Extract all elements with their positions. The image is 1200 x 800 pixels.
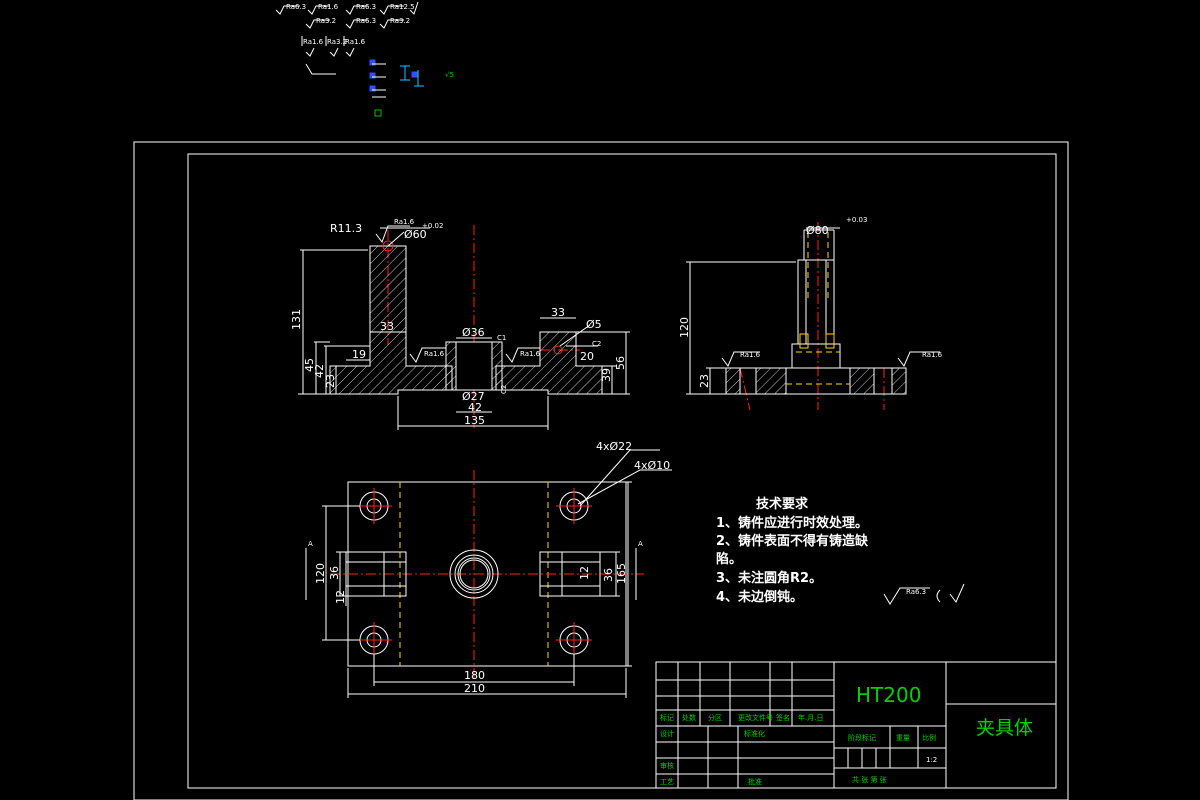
- top-view: 4xØ22 4xØ10 120 36 12 12 36 165 180 210 …: [305, 440, 672, 698]
- dim-top-h12-right: 12: [578, 566, 591, 580]
- dim-ra-mid: Ra1.6: [520, 350, 541, 358]
- side-dim-h23: 23: [698, 374, 711, 388]
- dim-dia27: Ø27: [462, 390, 485, 403]
- dim-top-h120: 120: [314, 563, 327, 584]
- outer-frame: [133, 141, 1069, 800]
- dim-w135: 135: [464, 414, 485, 427]
- dim-top-w210: 210: [464, 682, 485, 695]
- green-symbol-label: √5: [445, 71, 454, 79]
- dim-holes22: 4xØ22: [596, 440, 632, 453]
- inner-frame: [187, 153, 1057, 789]
- rev-col-2: 处数: [682, 713, 696, 722]
- dim-w42: 42: [468, 401, 482, 414]
- row-standard: 标准化: [744, 729, 765, 738]
- dim-r-top: R11.3: [330, 222, 362, 235]
- dim-c1: C1: [497, 334, 506, 342]
- side-dim-dia-top: Ø80: [806, 224, 829, 237]
- dim-ra-left: Ra1.6: [424, 350, 445, 358]
- tech-item-1: 1、铸件应进行时效处理。: [716, 515, 868, 531]
- dim-dia5: Ø5: [586, 318, 602, 331]
- dim-holes10: 4xØ10: [634, 459, 670, 472]
- check-roughness-icon: [949, 583, 965, 603]
- row-check: 审核: [660, 761, 674, 770]
- side-dim-ra-right: Ra1.6: [922, 351, 943, 359]
- sheet-label: 共 张 第 张: [852, 775, 887, 784]
- dim-w20: 20: [580, 350, 594, 363]
- dim-c2b: C2: [500, 385, 508, 394]
- dim-top-w180: 180: [464, 669, 485, 682]
- dim-dia-top: Ø60: [404, 228, 427, 241]
- dim-h39: 39: [600, 368, 613, 382]
- rev-col-1: 标记: [660, 713, 674, 722]
- tech-requirements: 技术要求 1、铸件应进行时效处理。 2、铸件表面不得有铸造缺 陷。 3、未注圆角…: [716, 496, 965, 605]
- row-process: 工艺: [660, 778, 674, 786]
- dim-top-h12-left: 12: [334, 590, 347, 604]
- material: HT200: [856, 683, 921, 707]
- sym-label-1: Ra6.3: [286, 3, 306, 11]
- weight-label: 重量: [896, 734, 910, 742]
- scale-label: 比例: [922, 733, 936, 742]
- rev-col-6: 年.月.日: [798, 713, 823, 722]
- dim-c2: C2: [592, 340, 601, 348]
- title-block: HT200 夹具体 标记 处数 分区 更改文件号 签名 年.月.日 设计 标准化…: [655, 661, 1057, 789]
- scale-value: 1:2: [926, 756, 937, 764]
- rev-col-3: 分区: [708, 713, 722, 722]
- sym-label-4: Ra12.5: [390, 3, 415, 11]
- rev-col-4: 更改文件号: [738, 713, 773, 722]
- side-dim-tol-top: +0.03: [846, 216, 867, 224]
- side-dim-h120: 120: [678, 317, 691, 338]
- sym-label-10: Ra1.6: [345, 38, 366, 46]
- sym-label-9: Ra3.2: [327, 38, 347, 46]
- dim-w33-left: 33: [380, 320, 394, 333]
- stage-label: 阶段标记: [848, 733, 876, 742]
- side-view: Ø80 +0.03 120 23 Ra1.6 Ra1.6: [678, 216, 943, 411]
- side-dim-ra-left: Ra1.6: [740, 351, 761, 359]
- symbol-library: Ra6.3 Ra1.6 Ra6.3 Ra12.5 Ra3.2 Ra6.3 Ra3…: [275, 1, 454, 117]
- tech-title: 技术要求: [756, 496, 809, 512]
- section-a-left: A: [308, 540, 313, 548]
- dim-tol-top: +0.02: [422, 222, 443, 230]
- front-view: R11.3 Ra1.6 Ø60 +0.02 33 Ø36 C1 33 Ø5 C2…: [290, 218, 630, 430]
- section-a-right: A: [638, 540, 643, 548]
- tech-item-3: 3、未注圆角R2。: [716, 570, 822, 586]
- sym-label-7: Ra3.2: [390, 17, 410, 25]
- sym-label-6: Ra6.3: [356, 17, 376, 25]
- part-name: 夹具体: [976, 717, 1033, 739]
- dim-h131: 131: [290, 309, 303, 330]
- row-design: 设计: [660, 729, 674, 738]
- dim-h23: 23: [324, 374, 337, 388]
- dim-dia36: Ø36: [462, 326, 485, 339]
- general-roughness: Ra6.3: [906, 588, 926, 596]
- datum-markers: [369, 59, 424, 117]
- dim-top-h36-left: 36: [328, 566, 341, 580]
- tech-item-2b: 陷。: [716, 551, 742, 567]
- dim-top-h36-right: 36: [602, 568, 615, 582]
- sym-label-2: Ra1.6: [318, 3, 339, 11]
- sym-label-3: Ra6.3: [356, 3, 376, 11]
- sym-label-5: Ra3.2: [316, 17, 336, 25]
- tech-item-4: 4、未边倒钝。: [716, 589, 803, 605]
- paren-icon: [936, 589, 941, 603]
- dim-top-h165: 165: [615, 563, 628, 584]
- rev-col-5: 签名: [776, 713, 790, 722]
- dim-h56: 56: [614, 356, 627, 370]
- tech-item-2: 2、铸件表面不得有铸造缺: [716, 533, 869, 549]
- dim-h42: 42: [313, 364, 326, 378]
- sym-label-8: Ra1.6: [303, 38, 324, 46]
- dim-w33-right: 33: [551, 306, 565, 319]
- general-roughness-icon: [883, 587, 930, 605]
- dim-w19: 19: [352, 348, 366, 361]
- dim-h45: 45: [303, 358, 316, 372]
- dim-ra-top: Ra1.6: [394, 218, 415, 226]
- row-approve: 批准: [748, 777, 762, 786]
